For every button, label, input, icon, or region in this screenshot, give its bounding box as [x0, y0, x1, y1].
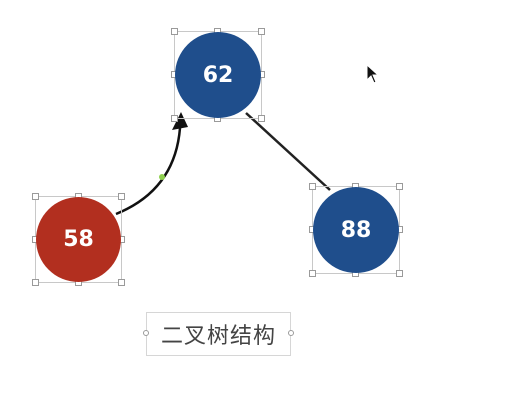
resize-handle[interactable] [118, 193, 125, 200]
resize-handle[interactable] [143, 330, 149, 336]
resize-handle[interactable] [32, 193, 39, 200]
node-88-selection[interactable] [309, 183, 403, 277]
resize-handle[interactable] [171, 28, 178, 35]
caption-text: 二叉树结构 [160, 324, 276, 349]
tree-node-left[interactable]: 58 [36, 197, 121, 282]
edge-midpoint-handle[interactable] [159, 174, 165, 180]
node-62-selection[interactable] [171, 28, 265, 122]
resize-handle[interactable] [396, 270, 403, 277]
edge-58-to-62[interactable] [115, 127, 182, 216]
resize-handle[interactable] [309, 183, 316, 190]
caption-text-box[interactable]: 二叉树结构 [143, 312, 294, 356]
resize-handle[interactable] [288, 330, 294, 336]
edge-62-to-88[interactable] [245, 112, 331, 191]
resize-handle[interactable] [32, 279, 39, 286]
node-value: 88 [340, 217, 372, 243]
arrowhead-icon [172, 112, 188, 130]
resize-handle[interactable] [258, 115, 265, 122]
node-value: 62 [202, 62, 234, 88]
tree-node-root[interactable]: 62 [175, 32, 261, 118]
tree-node-right[interactable]: 88 [313, 187, 399, 273]
node-value: 58 [63, 227, 94, 252]
resize-handle[interactable] [309, 270, 316, 277]
resize-handle[interactable] [118, 279, 125, 286]
resize-handle[interactable] [396, 183, 403, 190]
resize-handle[interactable] [258, 28, 265, 35]
resize-handle[interactable] [171, 115, 178, 122]
mouse-pointer-icon [366, 64, 380, 84]
